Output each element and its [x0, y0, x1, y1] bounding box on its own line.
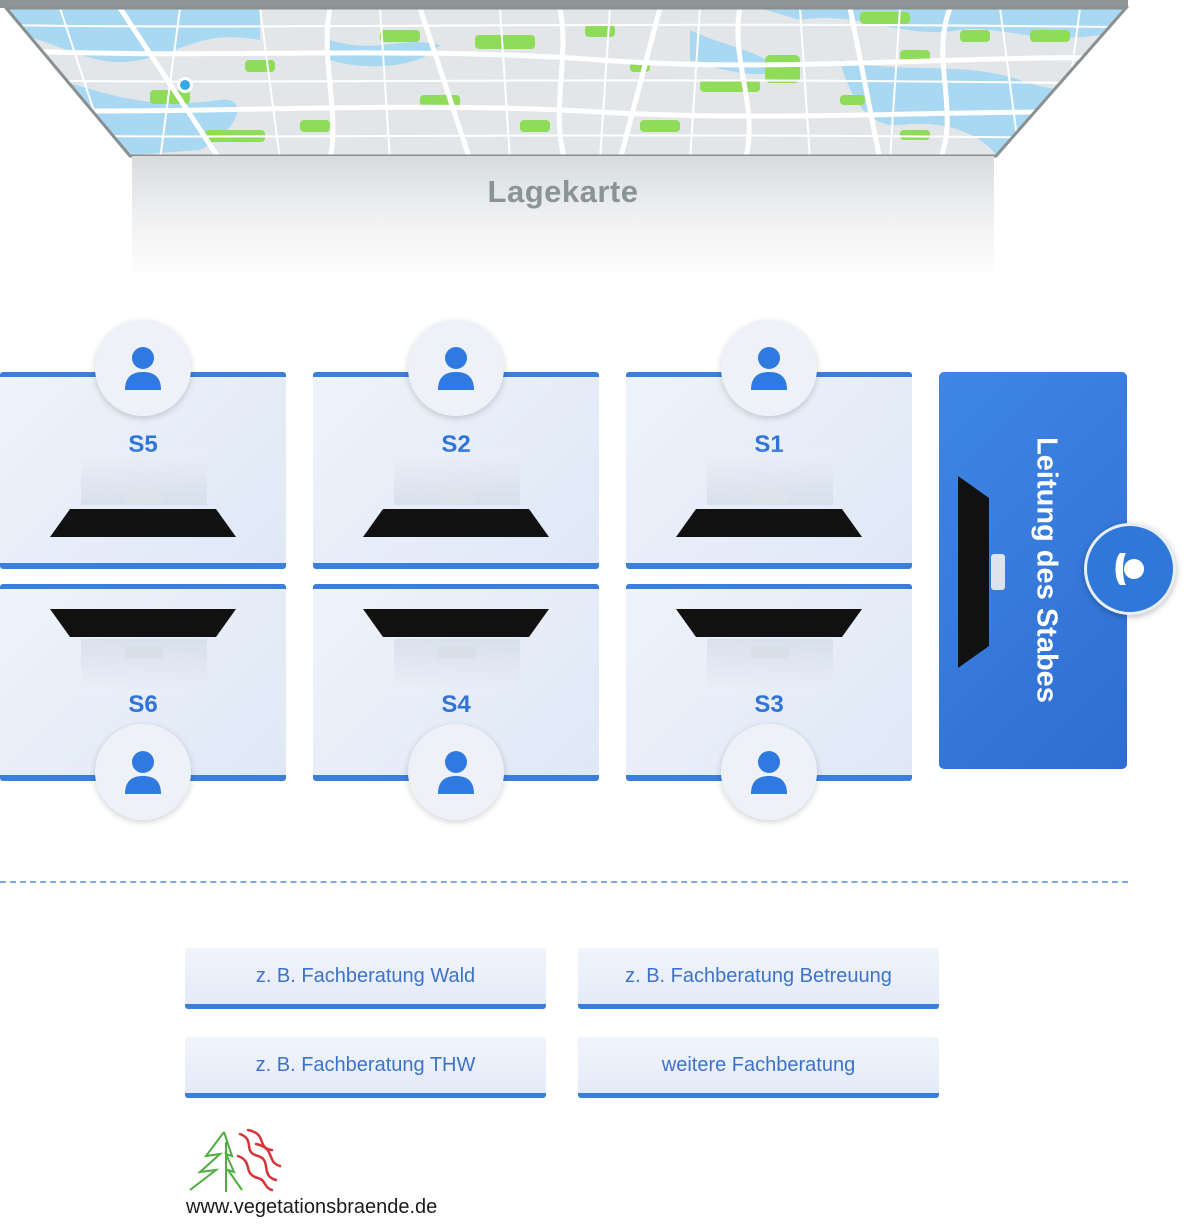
- person-icon: [438, 751, 474, 794]
- monitor-stand: [81, 639, 207, 694]
- monitor-stand: [394, 639, 520, 694]
- person-avatar-s4: [408, 724, 504, 820]
- map-screen: [0, 0, 1130, 158]
- monitor-base: [125, 491, 163, 503]
- logo-url: www.vegetationsbraende.de: [186, 1196, 438, 1218]
- desk-s3: S3: [626, 584, 912, 781]
- person-icon: [438, 347, 474, 390]
- fachberatung-weitere: weitere Fachberatung: [578, 1037, 939, 1098]
- monitor-base: [438, 491, 476, 503]
- fachberatung-wald: z. B. Fachberatung Wald: [185, 948, 546, 1009]
- person-icon: [125, 751, 161, 794]
- desk-label: S6: [128, 691, 158, 718]
- section-divider: [0, 881, 1128, 883]
- monitor-icon: [676, 609, 862, 637]
- person-icon: [751, 347, 787, 390]
- monitor-icon: [363, 509, 549, 537]
- monitor-icon: [50, 509, 236, 537]
- monitor-icon: [676, 509, 862, 537]
- person-avatar-s3: [721, 724, 817, 820]
- flame-tree-logo-icon: [189, 1128, 282, 1192]
- desk-label: S3: [754, 691, 784, 718]
- monitor-icon: [50, 609, 236, 637]
- map-screen-wall: [132, 156, 994, 280]
- monitor-base: [751, 491, 789, 503]
- person-avatar-s5: [95, 320, 191, 416]
- map-label: Lagekarte: [487, 174, 639, 209]
- monitor-icon: [363, 609, 549, 637]
- monitor-base: [991, 554, 1005, 590]
- lead-avatar: [1084, 523, 1176, 615]
- fachberatung-betreuung: z. B. Fachberatung Betreuung: [578, 948, 939, 1009]
- monitor-icon: [958, 476, 989, 668]
- person-avatar-s6: [95, 724, 191, 820]
- person-icon: [751, 751, 787, 794]
- person-avatar-s1: [721, 320, 817, 416]
- person-avatar-s2: [408, 320, 504, 416]
- monitor-stand: [707, 639, 833, 694]
- person-icon: [125, 347, 161, 390]
- lead-label: Leitung des Stabes: [1030, 437, 1063, 703]
- fachberatung-thw: z. B. Fachberatung THW: [185, 1037, 546, 1098]
- person-icon: [1115, 553, 1144, 585]
- desk-label: S4: [441, 691, 471, 718]
